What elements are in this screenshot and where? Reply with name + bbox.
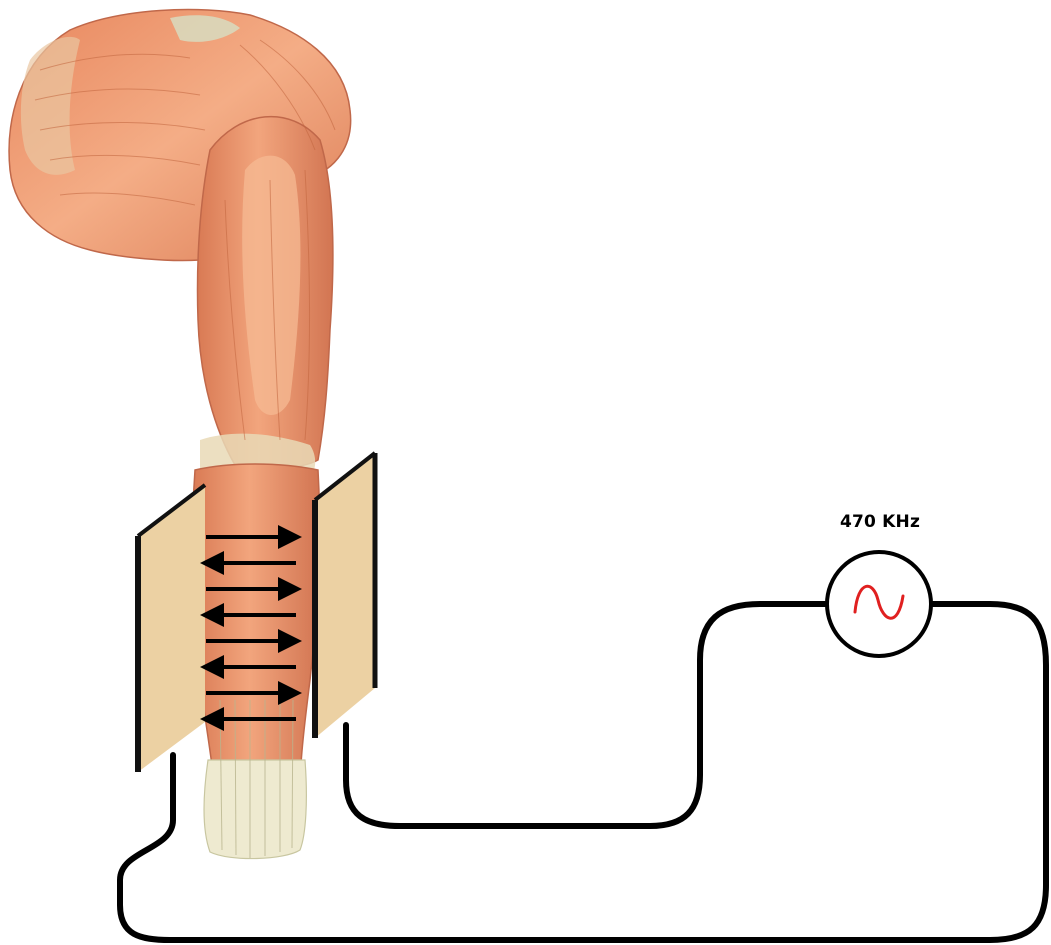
ac-generator bbox=[827, 552, 931, 656]
frequency-label: 470 KHz bbox=[800, 512, 960, 532]
wrist-tendons bbox=[204, 760, 306, 859]
circuit-wire-inner bbox=[346, 604, 826, 826]
left-electrode-plate bbox=[138, 485, 205, 772]
right-electrode-plate bbox=[315, 453, 375, 738]
forearm-muscle bbox=[193, 464, 320, 790]
